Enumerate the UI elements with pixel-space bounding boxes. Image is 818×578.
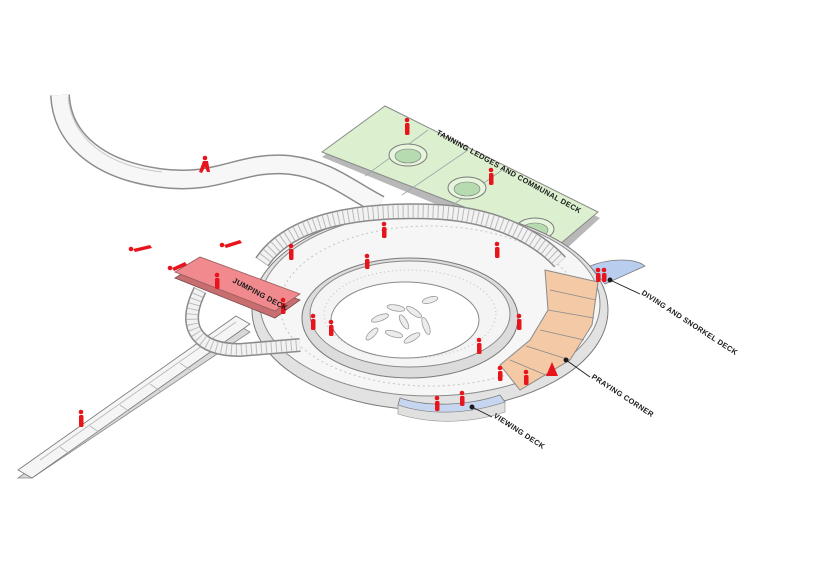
figure-icon: [497, 365, 503, 381]
figure-icon: [288, 243, 294, 260]
figure-icon: [78, 409, 84, 427]
leader-lines: [469, 277, 641, 418]
swimmer-icon: [219, 240, 242, 248]
figure-icon: [404, 117, 410, 135]
jumping-deck: [174, 256, 301, 358]
figure-icon: [214, 272, 220, 289]
figure-icon: [476, 337, 482, 354]
access-pier: [16, 315, 251, 479]
figure-icon: [494, 241, 500, 258]
figure-icon: [310, 313, 316, 330]
figure-icon: [364, 253, 370, 269]
curved-boardwalk: [50, 94, 385, 214]
swimmer-icon: [167, 262, 187, 271]
figure-icon: [546, 362, 558, 376]
figure-icon: [381, 221, 387, 238]
communal-deck: [320, 105, 600, 250]
fish-school: [365, 296, 439, 344]
figure-icon: [199, 155, 210, 173]
figure-icon: [328, 319, 334, 336]
swimmer-icon: [128, 245, 152, 252]
praying-corner: [499, 269, 599, 391]
figure-icon: [595, 267, 601, 282]
figure-icon: [601, 267, 607, 282]
figure-icon: [488, 167, 494, 185]
figure-icon: [459, 390, 465, 406]
viewing-deck: [397, 394, 506, 422]
figure-icon: [434, 395, 440, 411]
figure-icon: [516, 313, 522, 330]
figure-icon: [523, 369, 529, 385]
figure-icon: [280, 297, 286, 314]
human-figures: [78, 117, 607, 427]
